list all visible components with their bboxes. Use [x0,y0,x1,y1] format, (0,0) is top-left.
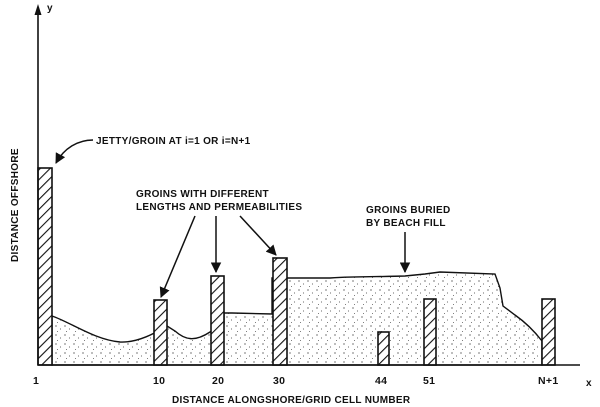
beach-fill-area [51,271,543,366]
x-axis-letter: x [586,378,592,389]
tick-label: 30 [273,375,285,387]
y-axis-arrow [34,4,42,15]
y-axis-title: DISTANCE OFFSHORE [10,148,21,262]
tick-label: 1 [33,375,39,387]
groin-cell-10 [153,299,168,366]
groin-cell-44 [377,331,390,366]
groin-cell-51 [423,298,437,366]
groins-annotation-line2: LENGTHS AND PERMEABILITIES [136,202,302,213]
jetty-annotation-arrow [55,139,94,164]
groins-arrow-to-30 [239,215,277,256]
groin-cell-n-plus-1 [541,298,556,366]
buried-annotation-line1: GROINS BURIED [366,205,450,216]
jetty-annotation: JETTY/GROIN AT i=1 OR i=N+1 [96,136,251,147]
groin-cell-30 [272,257,288,366]
tick-label: 20 [212,375,224,387]
x-axis-title: DISTANCE ALONGSHORE/GRID CELL NUMBER [172,395,411,406]
groins-annotation-line1: GROINS WITH DIFFERENT [136,189,269,200]
y-axis-letter: y [47,3,53,14]
tick-label: 44 [375,375,387,387]
tick-label: 51 [423,375,435,387]
tick-label: 10 [153,375,165,387]
tick-label: N+1 [538,375,558,387]
groins-arrow-to-10 [159,215,196,298]
groin-cell-20 [210,275,225,366]
buried-annotation-line2: BY BEACH FILL [366,218,446,229]
jetty-left [37,167,53,366]
